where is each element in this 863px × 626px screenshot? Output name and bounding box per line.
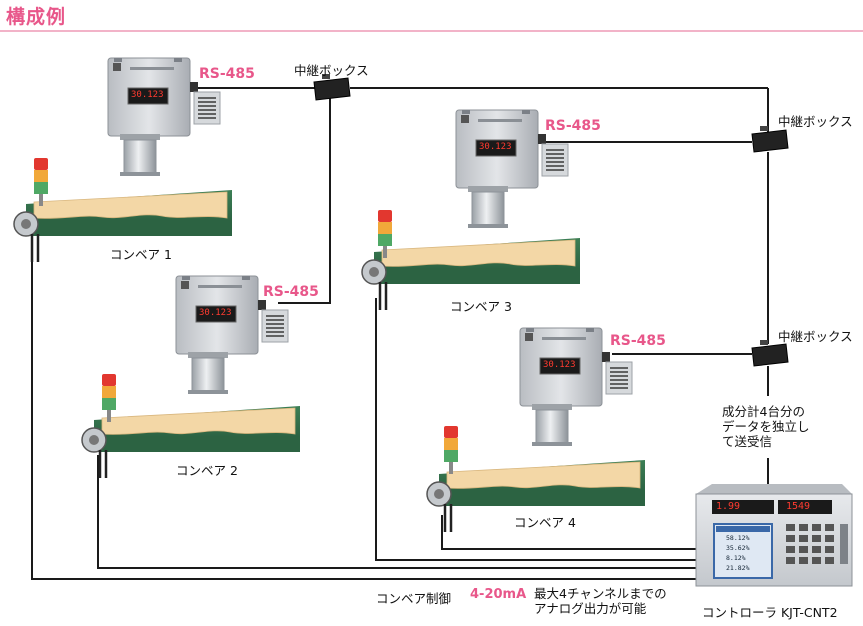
conveyor-1-label: コンベア 1 — [110, 247, 172, 262]
analog-output-note: 最大4チャンネルまでの アナログ出力が可能 — [534, 586, 667, 616]
relay-box-label-1: 中継ボックス — [294, 63, 369, 78]
rs485-label-3: RS-485 — [545, 118, 601, 134]
page-title: 構成例 — [6, 6, 67, 28]
controller-screen-value-3: 8.12% — [726, 554, 746, 562]
sensor-4-display: 30.123 — [543, 360, 576, 370]
controller-label: コントローラ KJT-CNT2 — [702, 605, 838, 620]
controller-screen-value-4: 21.82% — [726, 564, 750, 572]
conveyor-control-label: コンベア制御 — [376, 591, 452, 606]
conveyor-4-label: コンベア 4 — [514, 515, 576, 530]
sensor-2-display: 30.123 — [199, 308, 232, 318]
controller-screen-value-2: 35.62% — [726, 544, 750, 552]
conveyor-2-label: コンベア 2 — [176, 463, 238, 478]
controller-display-right: 1549 — [786, 501, 811, 512]
signal-4-20ma-label: 4-20mA — [470, 587, 527, 602]
relay-box-label-3: 中継ボックス — [778, 329, 853, 344]
sensor-3-display: 30.123 — [479, 142, 512, 152]
conveyor-3-label: コンベア 3 — [450, 299, 512, 314]
controller-screen-value-1: 58.12% — [726, 534, 750, 542]
controller-display-left: 1.99 — [716, 501, 741, 512]
rs485-label-1: RS-485 — [199, 66, 255, 82]
title-divider — [0, 30, 863, 32]
rs485-label-2: RS-485 — [263, 284, 319, 300]
data-exchange-note: 成分計4台分の データを独立し て送受信 — [722, 404, 810, 449]
relay-box-label-2: 中継ボックス — [778, 114, 853, 129]
sensor-1-display: 30.123 — [131, 90, 164, 100]
rs485-label-4: RS-485 — [610, 333, 666, 349]
controller-device — [695, 484, 853, 587]
